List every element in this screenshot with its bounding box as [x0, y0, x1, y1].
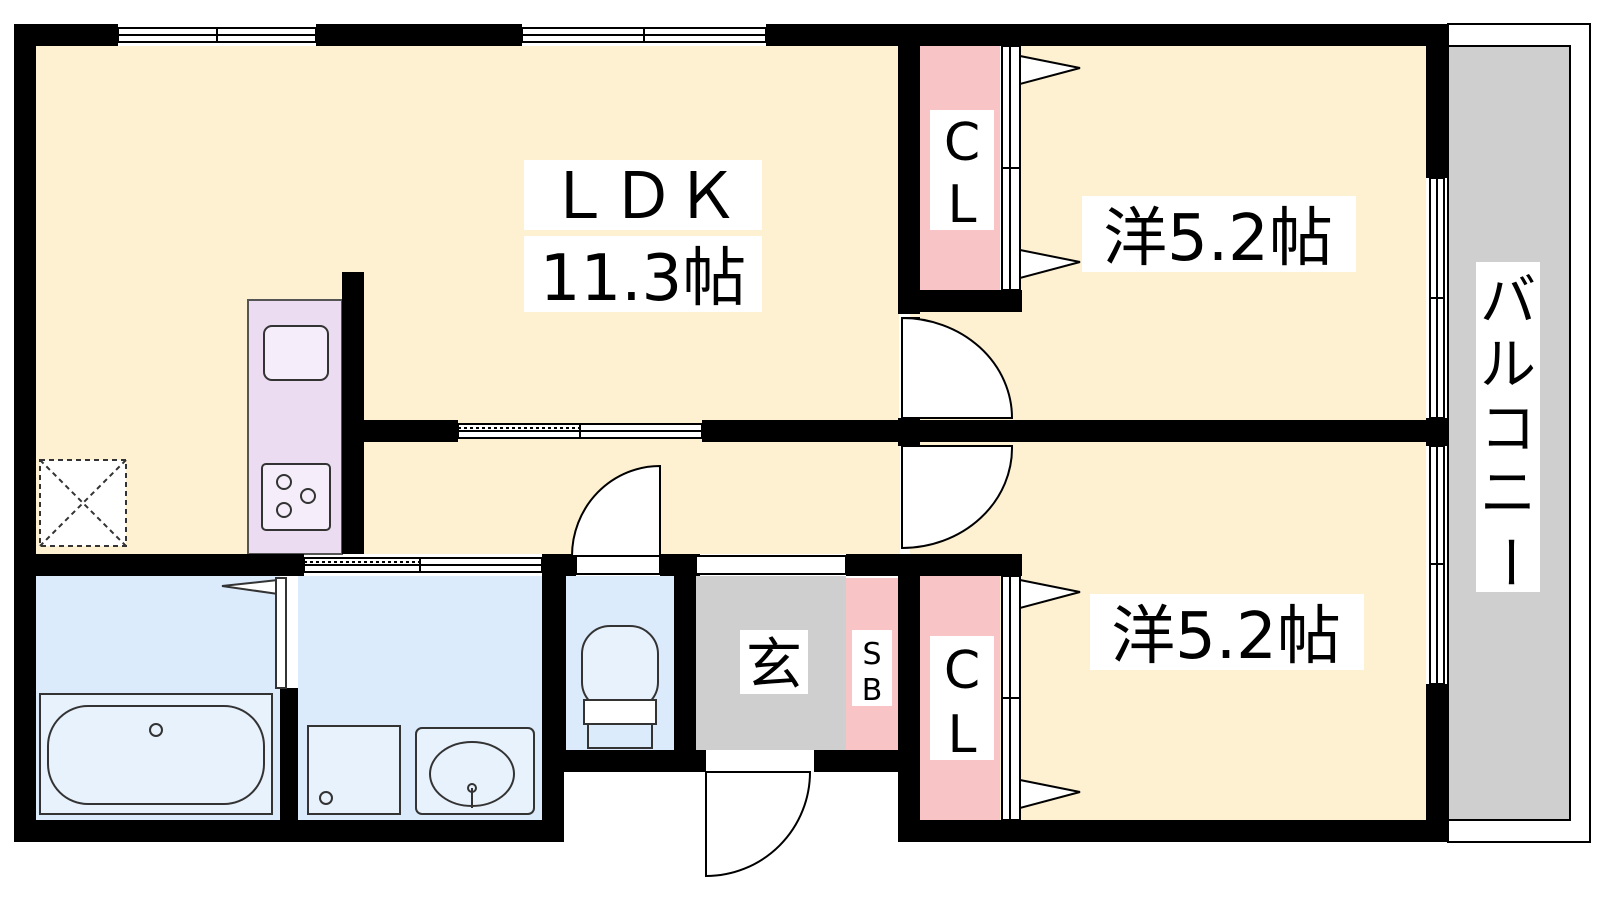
closet-lower-c: C: [944, 641, 980, 701]
wall-left: [14, 24, 36, 842]
closet-upper-l: L: [948, 175, 977, 235]
wall-wash-toilet: [542, 554, 566, 772]
door-bedroom-upper: [901, 316, 1014, 419]
wall-right-3: [1426, 684, 1448, 842]
balcony-char-2: コ: [1480, 397, 1536, 462]
ldk-name: ＬＤＫ: [547, 160, 739, 234]
wall-entrance-bottom-right: [814, 750, 910, 772]
bedroom-lower-label-bg: [1090, 594, 1364, 670]
bathtub-icon: [39, 693, 273, 815]
door-bedroom-lower: [901, 445, 1014, 550]
wall-ldk-hall-2: [702, 420, 900, 442]
bedroom-lower-label: 洋5.2帖: [1111, 600, 1341, 674]
entrance-label: 玄: [746, 633, 802, 698]
wall-ldk-hall: [360, 420, 458, 442]
wall-closet-upper-bottom: [898, 290, 1022, 312]
bedroom-upper-label: 洋5.2帖: [1103, 202, 1333, 276]
wall-top-3: [766, 24, 1448, 46]
bedroom-upper-label-bg: [1082, 196, 1356, 272]
balcony-char-4: ー: [1476, 534, 1541, 590]
balcony-char-1: ル: [1480, 333, 1536, 398]
wall-wet-top-4: [846, 554, 1022, 576]
windows: [117, 27, 1445, 685]
wall-toilet-entrance: [674, 554, 696, 772]
closet-upper-c: C: [944, 113, 980, 173]
shoebox-b: B: [862, 673, 883, 708]
balcony-inner: [1447, 45, 1571, 821]
stove-icon: [261, 463, 331, 531]
door-entrance-top-leaf: [695, 555, 847, 575]
wall-kitchen-side: [342, 272, 364, 554]
balcony-char-3: ニ: [1480, 461, 1536, 526]
washing-machine-icon: [307, 725, 401, 815]
ldk-size-bg: [524, 236, 762, 312]
closet-doors: [1001, 45, 1081, 821]
wall-top-2: [316, 24, 522, 46]
wall-bottom-right: [898, 820, 1448, 842]
closet-lower-l: L: [948, 705, 977, 765]
wall-right-2: [1426, 418, 1448, 446]
door-toilet: [570, 464, 661, 557]
wash-basin-icon: [415, 727, 535, 815]
walls: [14, 24, 1448, 842]
wall-toilet-bottom: [542, 750, 706, 772]
entrance-label-bg: [740, 630, 808, 694]
shoebox-label-bg: [852, 630, 892, 706]
wall-right-1: [1426, 24, 1448, 178]
closet-upper-label-bg: [930, 110, 994, 230]
wall-top-1: [14, 24, 118, 46]
balcony-label-bg: [1476, 262, 1540, 592]
balcony-char-0: バ: [1480, 269, 1536, 334]
wall-bath-wash: [280, 688, 298, 820]
toilet-icon: [581, 625, 659, 711]
wall-shoebox-bedroom: [898, 554, 920, 842]
closet-lower-label-bg: [930, 636, 994, 760]
wall-wet-top-1: [14, 554, 304, 576]
fixtures: [39, 325, 659, 815]
labels: ＬＤＫ 11.3帖 洋5.2帖 洋5.2帖 C L C L 玄 S B バ ル …: [524, 110, 1541, 765]
door-entrance: [705, 771, 812, 878]
door-toilet-leaf: [575, 555, 661, 575]
wall-ldk-bedroom: [898, 24, 920, 314]
wall-toilet-right-lower: [542, 750, 564, 842]
wall-bottom-left: [14, 820, 564, 842]
ldk-label-bg: [524, 160, 762, 230]
swing-doors: [570, 316, 1014, 878]
shoebox-s: S: [862, 637, 881, 672]
ldk-size: 11.3帖: [540, 242, 747, 316]
wall-bedroom-divider: [898, 420, 1426, 442]
sliding-doors: [303, 423, 703, 573]
kitchen-sink-icon: [263, 325, 329, 381]
